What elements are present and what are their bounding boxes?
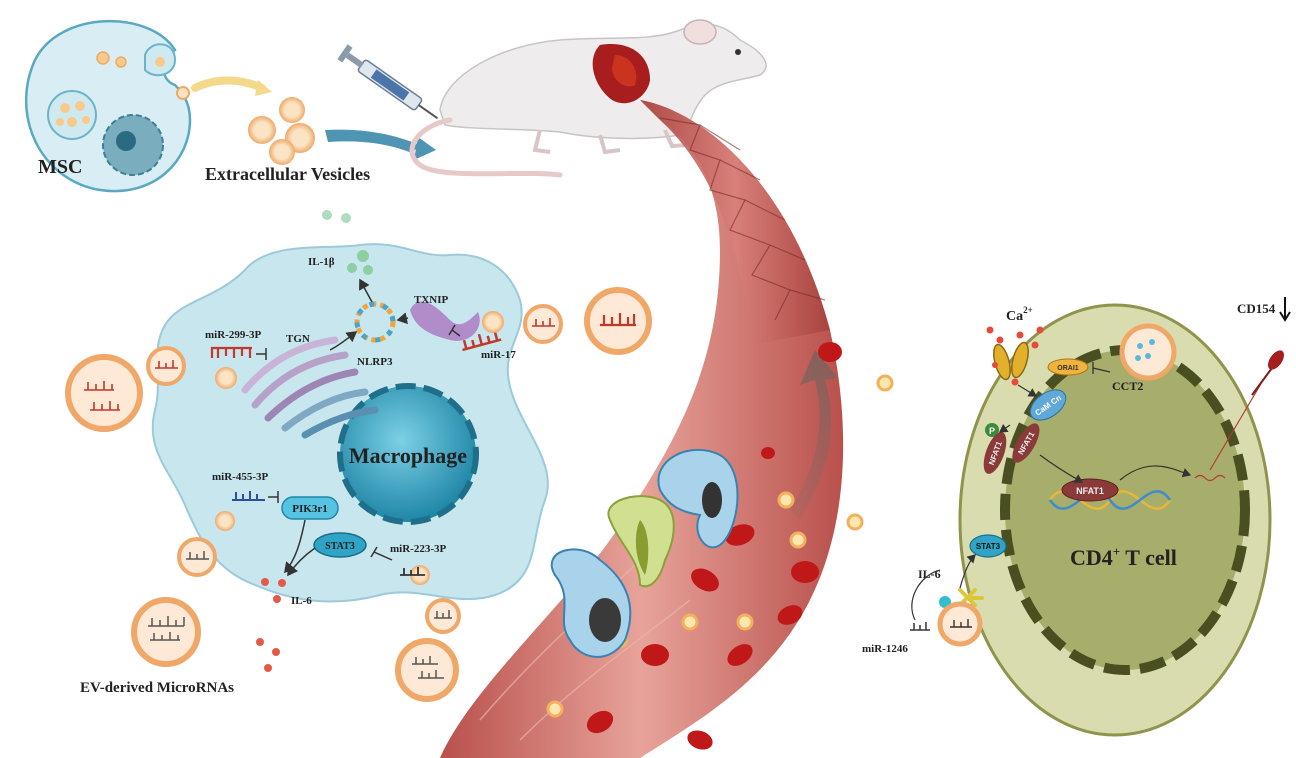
mir455-label: miR-455-3P [212,471,268,483]
extracellular-vesicles-label: Extracellular Vesicles [205,164,370,184]
arrowhead-icon [255,80,272,96]
orai1-label: ORAI1 [1057,365,1079,372]
nfat1-nuclear [1061,478,1119,502]
nlrp3-inflammasome [354,301,396,343]
nfat1-nuclear-label: NFAT1 [1076,486,1104,496]
mir17-label: miR-17 [481,349,516,361]
phospho-label: P [989,426,995,436]
il6r-to-stat3-arrow [959,554,976,589]
mir17-icon [462,329,502,352]
mir1246-vesicle [937,601,983,647]
stat3-label: STAT3 [325,541,355,552]
phospho-badge [985,423,999,437]
mir17-inhibit [448,324,461,337]
mir1246-icon [910,622,930,631]
tgn-to-nlrp3-arrow [329,331,358,351]
txnip-protein [410,301,480,341]
nlrp3-to-il1b-arrow [359,278,373,303]
msc-label: MSC [38,156,82,178]
mir455-icon [232,491,265,501]
mrna-strand [1194,381,1263,482]
mir1246-vesicle-cargo [950,619,972,628]
tcell-stat3-label: STAT3 [976,542,1001,551]
il6-particles [256,578,286,672]
pik3r1-label: PIK3r1 [292,503,327,515]
mir299-label: miR-299-3P [205,329,261,341]
syringe-icon [337,44,439,120]
mir455-inhibit [268,491,279,503]
golgi-apparatus [241,336,379,439]
flow-arrow [790,350,838,520]
calm-to-nfat-arrow [999,423,1011,433]
nfat-to-nucleus-arrow [1039,454,1084,483]
mir299-inhibit [256,348,267,360]
mir1246-label: miR-1246 [862,643,908,655]
mir223-inhibit [370,546,393,561]
ev-mirnas-label: EV-derived MicroRNAs [80,680,234,696]
cd154-receptor [1251,350,1284,396]
ca-label: Ca2+ [1006,305,1033,324]
stat3-to-il6-arrow [287,547,316,577]
mir223-label: miR-223-3P [390,543,446,555]
txnip-label: TXNIP [414,294,449,306]
ca-channel-icon [993,341,1029,381]
mir299-icon [210,346,252,358]
dna-to-mrna-arrow [1119,465,1192,481]
msc-to-vesicles-arrow [191,76,266,92]
cct2-inhibit [1092,362,1111,374]
msc-cell [25,20,192,193]
nfat1-protein-a [983,432,1007,474]
tgn-label: TGN [286,333,310,345]
dna-helix-strand [1048,490,1172,510]
injection-arrow [325,129,420,153]
tcell-stat3-protein [969,534,1007,558]
cd154-label: CD154 [1237,301,1276,316]
ev-mirna-vesicles [65,287,652,702]
ca-to-calm-arrow [1017,384,1038,397]
pik3r1-protein [281,496,339,520]
il1b-label: IL-1β [308,256,335,268]
cct2-particles [1135,339,1155,361]
down-arrow-icon [1279,297,1291,322]
nfat1-protein-b [1012,423,1040,463]
cct2-label: CCT2 [1112,379,1143,393]
nlrp3-label: NLRP3 [357,356,393,368]
ev-cluster [248,97,315,165]
il6-label: IL-6 [291,595,312,607]
cd4-tcell-label: CD4+ T cell [1070,544,1177,570]
il1b-particles [322,210,373,275]
mir1246-inhibit [911,569,941,621]
mouse-illustration [409,19,767,178]
orai1-protein [1047,358,1089,376]
macrophage-label: Macrophage [349,443,467,468]
ca-ions [986,326,1044,386]
calm-cn-protein [1029,389,1067,421]
txnip-to-nlrp3-arrow [396,312,409,325]
stat3-protein [313,532,367,558]
mir223-icon [400,567,425,576]
macrophage-nucleus [337,383,479,525]
red-blood-cells [586,342,842,750]
migrating-immune-cells [551,449,739,658]
cct2-vesicle [1119,323,1177,381]
